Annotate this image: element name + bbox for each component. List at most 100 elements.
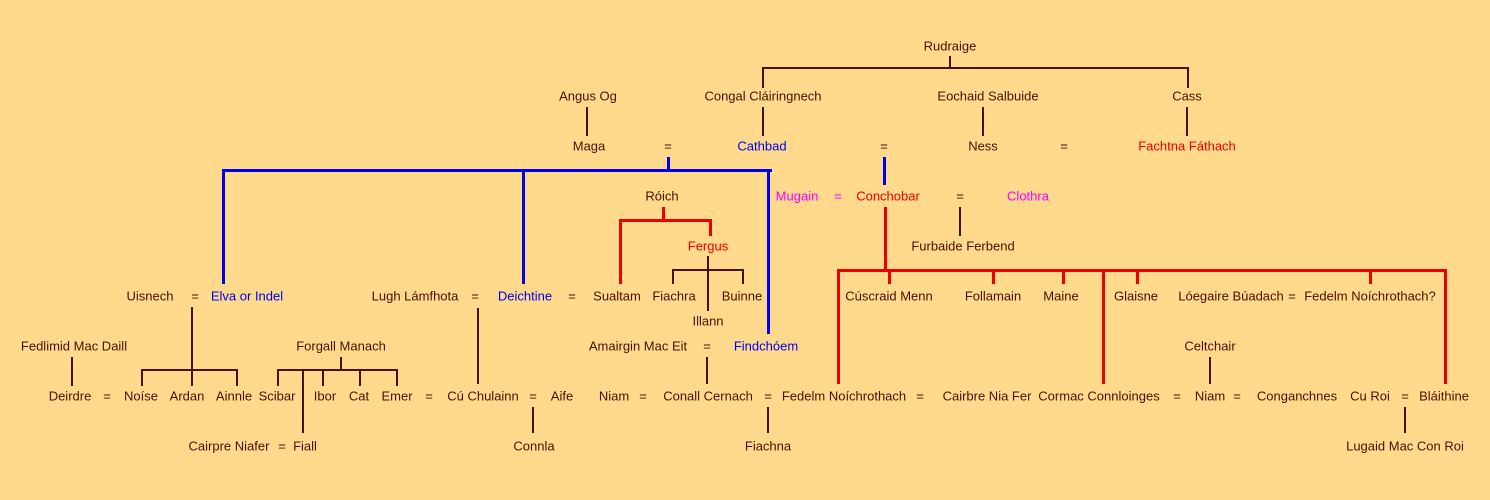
equals-sign: = [191, 288, 199, 304]
equals-sign: = [1288, 288, 1296, 304]
person-label: Fachtna Fáthach [1138, 138, 1236, 154]
person-label: Forgall Manach [296, 338, 386, 354]
person-label: Aife [550, 388, 574, 404]
equals-sign: = [639, 388, 647, 404]
person-label: Conchobar [856, 188, 920, 204]
person-label: Deirdre [48, 388, 92, 404]
tree-line [618, 220, 622, 284]
person-label: Maine [1043, 288, 1079, 304]
person-label: Follamain [964, 288, 1022, 304]
equals-sign: = [916, 388, 924, 404]
person-label: Findchóem [733, 338, 799, 354]
equals-sign: = [1173, 388, 1181, 404]
tree-line [532, 407, 534, 433]
tree-line [477, 308, 479, 384]
person-label: Clothra [1007, 188, 1049, 204]
person-label: Amairgin Mac Eit [588, 338, 688, 354]
tree-line [521, 170, 525, 284]
tree-line [1404, 407, 1406, 433]
person-label: Cathbad [737, 138, 787, 154]
person-label: Ardan [169, 388, 205, 404]
person-label: Ainnle [215, 388, 253, 404]
person-label: Conall Cernach [663, 388, 753, 404]
equals-sign: = [834, 188, 842, 204]
equals-sign: = [278, 438, 286, 454]
person-label: Noíse [124, 388, 158, 404]
person-label: Conganchnes [1256, 388, 1338, 404]
tree-line [302, 370, 304, 433]
person-label: Lugaid Mac Con Roi [1346, 438, 1464, 454]
tree-line [883, 207, 887, 270]
person-label: Fiachra [652, 288, 696, 304]
tree-line [887, 270, 891, 284]
person-label: Angus Og [559, 88, 617, 104]
person-label: Bláithine [1419, 388, 1469, 404]
tree-line [708, 220, 712, 236]
person-label: Mugain [775, 188, 819, 204]
person-label: Celtchair [1184, 338, 1236, 354]
person-label: Fiachna [744, 438, 792, 454]
tree-line [221, 168, 772, 172]
person-label: Cu Roi [1350, 388, 1390, 404]
person-label: Deichtine [497, 288, 553, 304]
equals-sign: = [880, 138, 888, 154]
tree-line [1061, 270, 1065, 284]
equals-sign: = [703, 338, 711, 354]
tree-line [762, 67, 1189, 69]
tree-line [1186, 107, 1188, 136]
person-label: Maga [572, 138, 606, 154]
person-label: Buinne [721, 288, 763, 304]
person-label: Illann [692, 313, 724, 329]
person-label: Róich [645, 188, 679, 204]
person-label: Rudraige [923, 38, 977, 54]
person-label: Congal Cláiringnech [704, 88, 822, 104]
tree-line [221, 170, 225, 284]
tree-line [141, 370, 143, 386]
tree-line [767, 407, 769, 433]
person-label: Cúscraid Menn [845, 288, 933, 304]
equals-sign: = [568, 288, 576, 304]
tree-line [836, 268, 1447, 272]
equals-sign: = [764, 388, 772, 404]
equals-sign: = [664, 138, 672, 154]
equals-sign: = [956, 188, 964, 204]
person-label: Ibor [313, 388, 337, 404]
person-label: Cat [348, 388, 370, 404]
person-label: Cass [1172, 88, 1202, 104]
tree-line [672, 269, 744, 271]
person-label: Connla [513, 438, 555, 454]
person-label: Niam [598, 388, 630, 404]
tree-line [141, 369, 238, 371]
person-label: Cú Chulainn [447, 388, 519, 404]
tree-line [1187, 68, 1189, 88]
person-label: Scibar [258, 388, 296, 404]
person-label: Cairpre Niafer [188, 438, 270, 454]
person-label: Eochaid Salbuide [937, 88, 1039, 104]
tree-line [1209, 357, 1211, 384]
tree-line [882, 157, 886, 185]
tree-line [236, 370, 238, 386]
person-label: Sualtam [593, 288, 641, 304]
equals-sign: = [1060, 138, 1068, 154]
tree-line [340, 357, 342, 370]
tree-line [1443, 270, 1447, 384]
equals-sign: = [1401, 388, 1409, 404]
tree-line [1135, 270, 1139, 284]
tree-line [1368, 270, 1372, 284]
tree-line [359, 370, 361, 386]
tree-line [762, 107, 764, 136]
person-label: Emer [381, 388, 413, 404]
person-label: Cormac Connloinges [1038, 388, 1160, 404]
equals-sign: = [103, 388, 111, 404]
tree-line [396, 370, 398, 386]
person-label: Furbaide Ferbend [911, 238, 1015, 254]
person-label: Niam [1194, 388, 1226, 404]
tree-line [277, 370, 279, 386]
person-label: Glaisne [1113, 288, 1159, 304]
person-label: Fedlimid Mac Daill [20, 338, 128, 354]
tree-line [706, 357, 708, 384]
equals-sign: = [425, 388, 433, 404]
person-label: Elva or Indel [210, 288, 284, 304]
tree-line [666, 157, 670, 170]
